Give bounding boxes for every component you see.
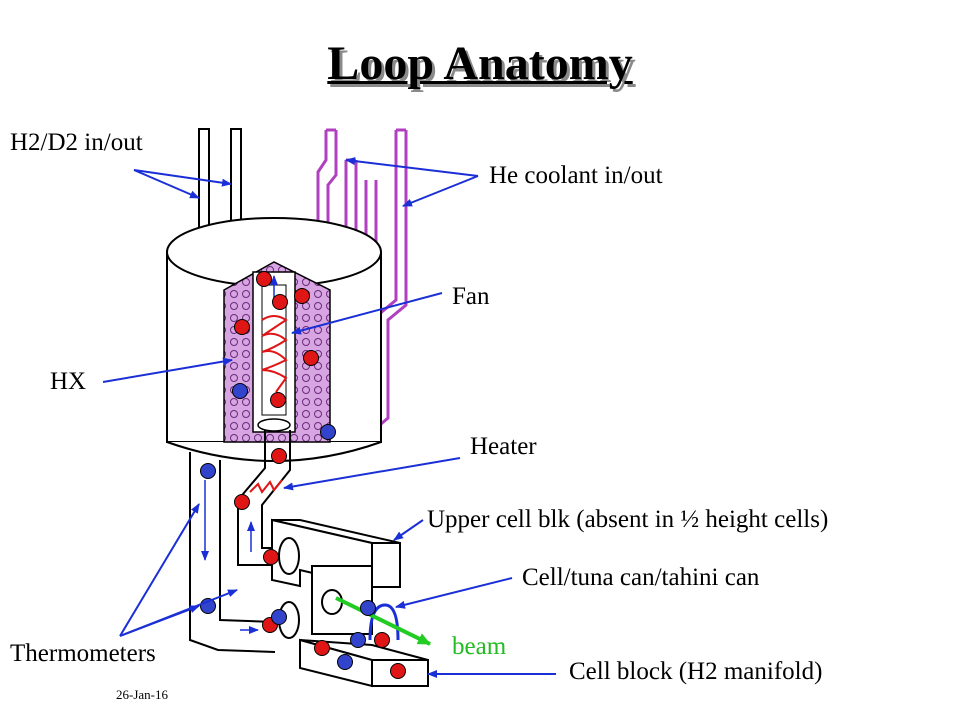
label-cell-can: Cell/tuna can/tahini can [522, 564, 760, 591]
footer-date: 26-Jan-16 [116, 687, 168, 702]
label-upper-cell: Upper cell blk (absent in ½ height cells… [427, 506, 829, 533]
thermometer-blue [271, 609, 287, 625]
hx-vessel [166, 217, 382, 462]
thermometer-red [294, 288, 310, 304]
thermometers-red [234, 271, 406, 679]
label-thermometers: Thermometers [10, 640, 156, 667]
thermometers-blue [200, 383, 376, 670]
thermometer-red [256, 271, 272, 287]
pipe-loop [189, 430, 291, 653]
thermometer-red [270, 392, 286, 408]
thermometer-blue [320, 424, 336, 440]
thermometer-red [271, 448, 287, 464]
thermometer-red [234, 494, 250, 510]
thermometer-blue [200, 463, 216, 479]
thermometer-blue [232, 383, 248, 399]
fan-coil [261, 315, 288, 393]
page-title: Loop Anatomy [327, 37, 633, 90]
label-h2d2: H2/D2 in/out [10, 129, 143, 156]
beam-arrow [335, 596, 431, 646]
thermometer-red [272, 294, 288, 310]
thermometer-blue [337, 654, 353, 670]
thermometer-blue [350, 632, 366, 648]
callout-arrows [102, 157, 556, 678]
cell-block-assembly [271, 518, 429, 688]
label-beam: beam [452, 633, 507, 660]
thermometer-red [234, 319, 250, 335]
flow-arrows [201, 275, 278, 634]
label-hx: HX [50, 368, 87, 395]
thermometer-red [390, 663, 406, 679]
label-cell-block: Cell block (H2 manifold) [569, 658, 823, 685]
thermometer-red [303, 350, 319, 366]
heater-coil [249, 479, 283, 494]
thermometer-red [374, 632, 390, 648]
label-fan: Fan [452, 283, 490, 310]
label-he-coolant: He coolant in/out [489, 162, 663, 189]
thermometer-red [314, 640, 330, 656]
thermometer-red [263, 549, 279, 565]
thermometer-blue [360, 600, 376, 616]
label-heater: Heater [470, 433, 537, 460]
